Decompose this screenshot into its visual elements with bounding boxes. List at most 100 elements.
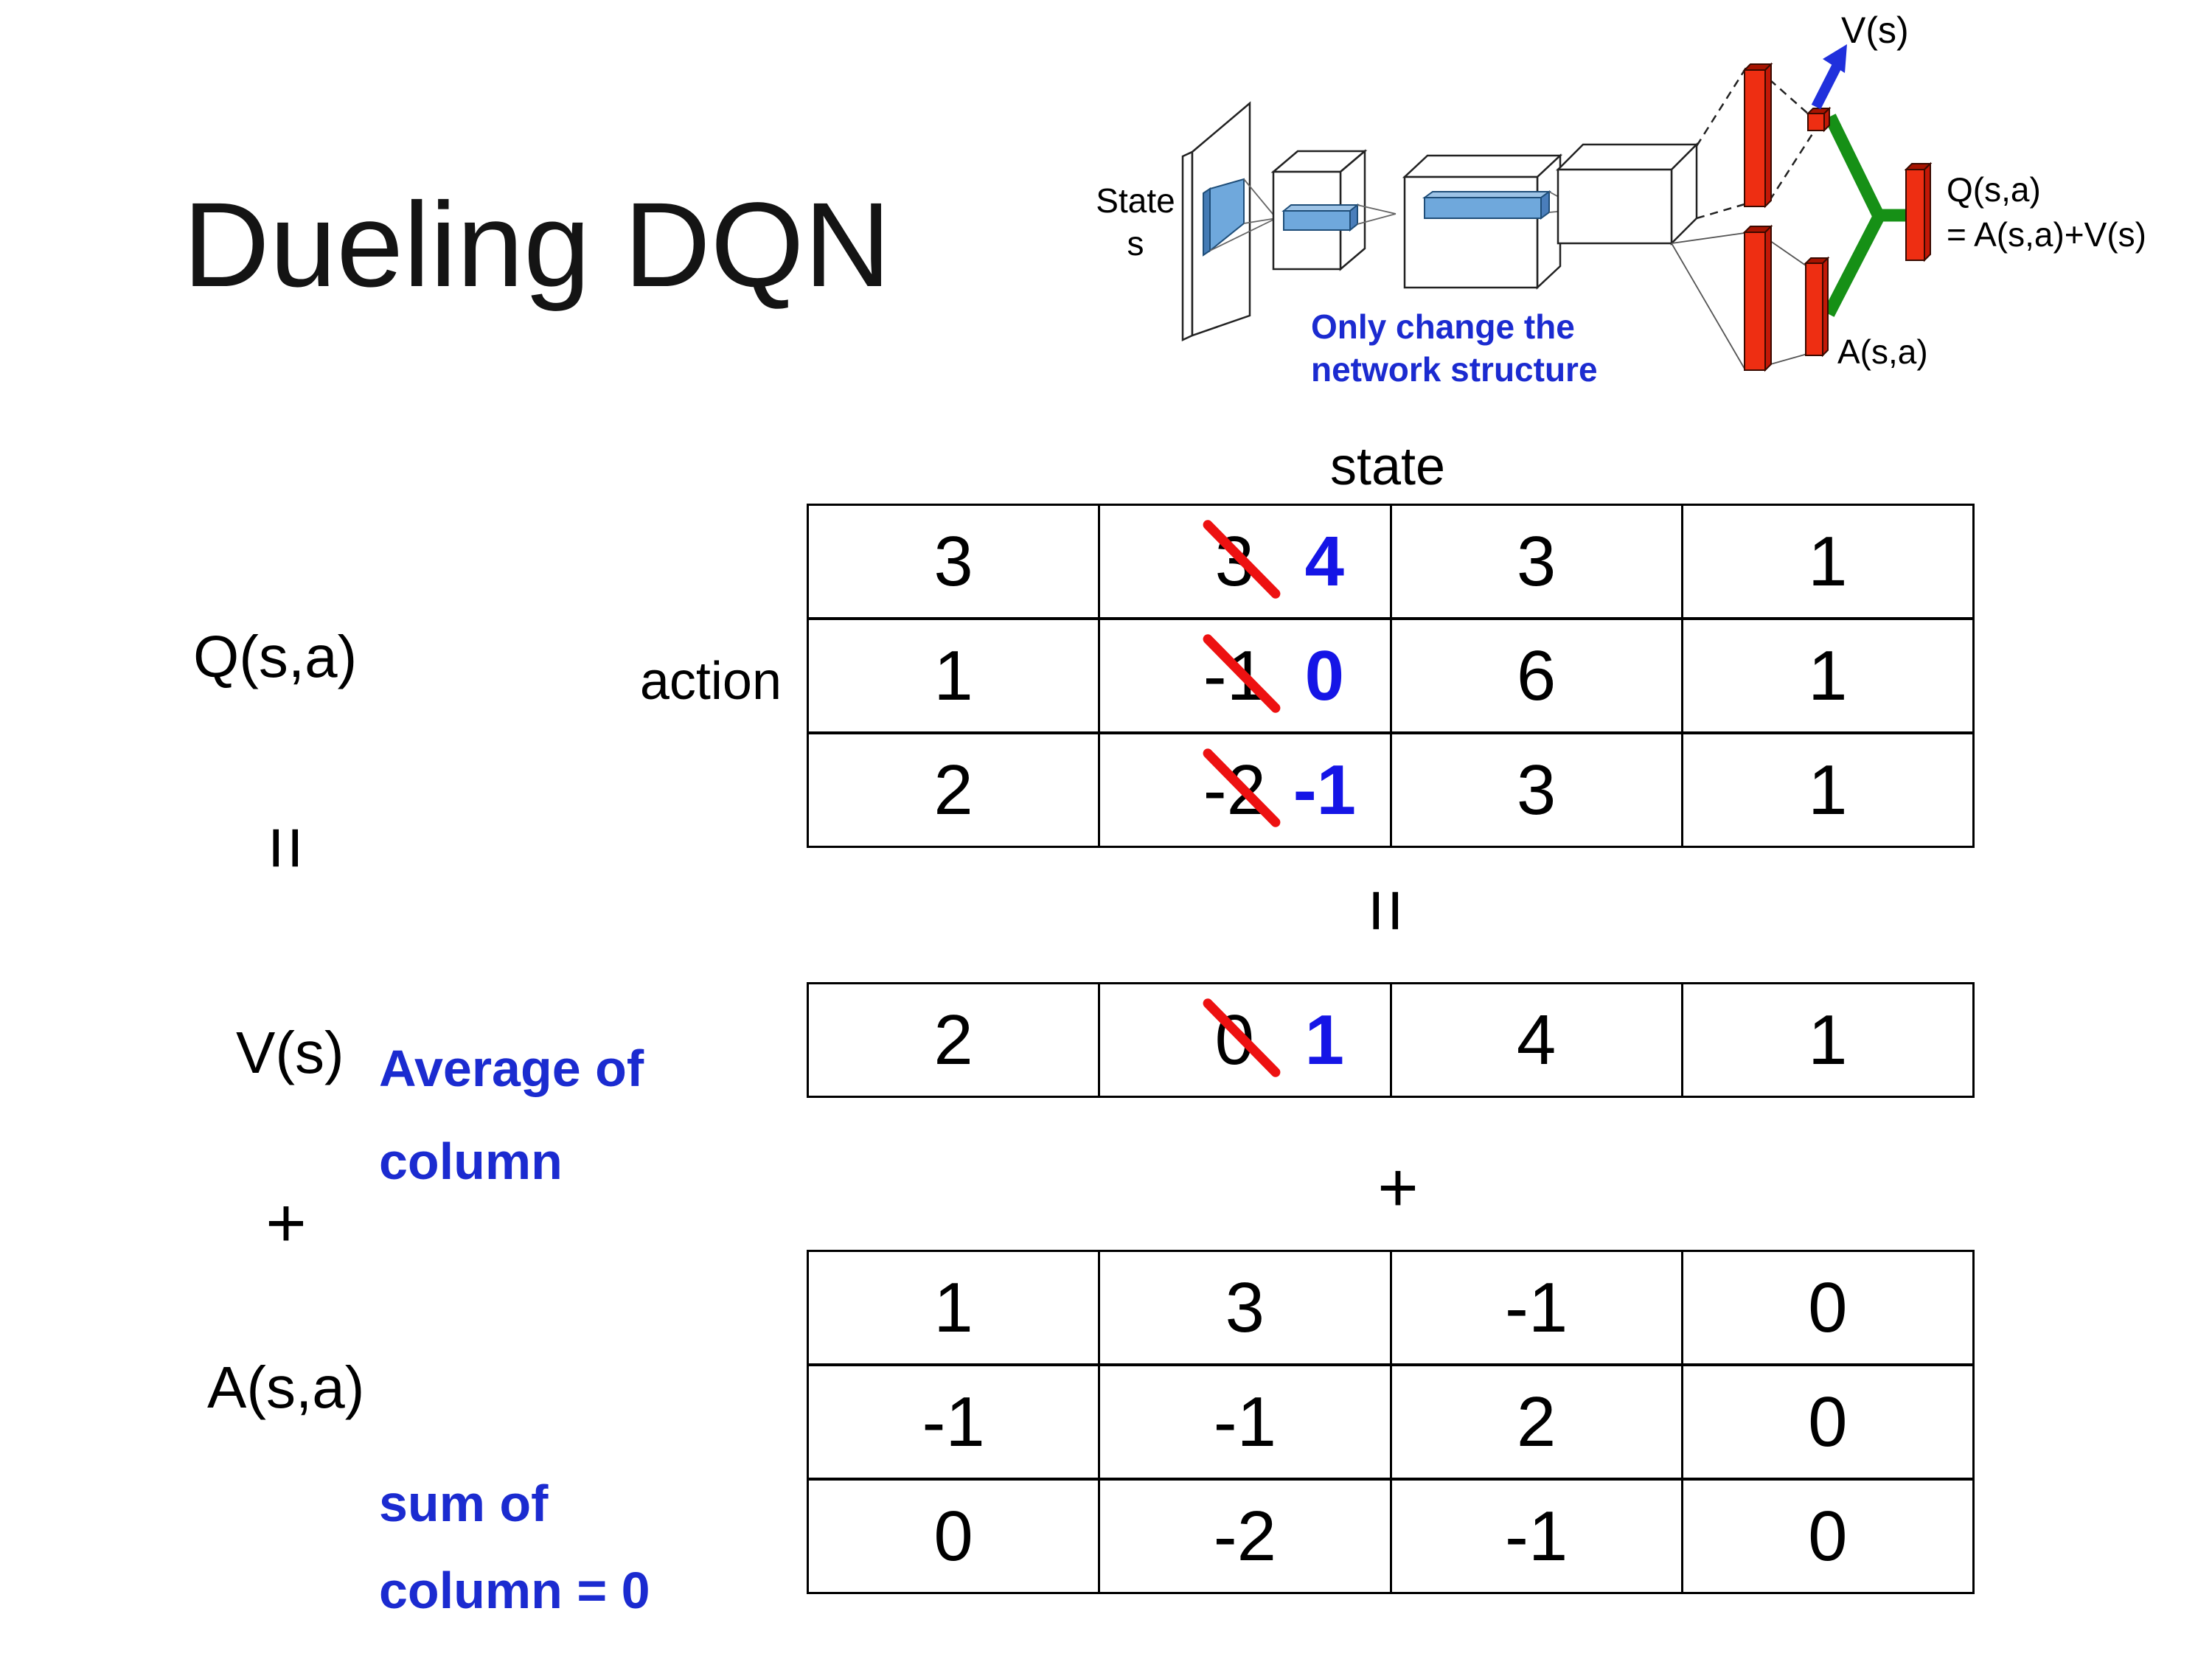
conv-box-side bbox=[1536, 153, 1562, 290]
table-cell: -1 bbox=[1392, 1252, 1683, 1363]
diagram-q-label-line2: = A(s,a)+V(s) bbox=[1947, 215, 2146, 254]
a-matrix: 1 3 -1 0 -1 -1 2 0 0 -2 -1 0 bbox=[807, 1250, 1975, 1594]
table-cell: 0 bbox=[1683, 1252, 1972, 1363]
table-row: 3 3 4 3 1 bbox=[809, 506, 1972, 620]
diagram-state-label: State bbox=[1096, 181, 1175, 220]
table-cell: 4 bbox=[1392, 984, 1683, 1096]
state-axis-label: state bbox=[1330, 437, 1446, 496]
feature-bar-front bbox=[1424, 197, 1542, 219]
table-cell: 0 bbox=[809, 1481, 1101, 1592]
v-matrix: 2 0 1 4 1 bbox=[807, 982, 1975, 1098]
table-row: 2 0 1 4 1 bbox=[809, 984, 1972, 1096]
fan-line bbox=[1209, 218, 1277, 251]
average-note-line2: column bbox=[379, 1133, 563, 1190]
corrected-value: 0 bbox=[1304, 636, 1345, 715]
cell-value: 6 bbox=[1516, 636, 1557, 715]
cell-value: 4 bbox=[1516, 1000, 1557, 1079]
dashed-connection bbox=[1695, 67, 1747, 147]
equation-plus: + bbox=[265, 1183, 307, 1262]
sum-note-line2: column = 0 bbox=[379, 1562, 650, 1619]
table-cell: -1 bbox=[809, 1366, 1101, 1478]
cell-value: 0 bbox=[933, 1496, 973, 1576]
equation-equals: = bbox=[243, 825, 329, 871]
table-cell: 2 bbox=[809, 734, 1101, 846]
cell-value: 1 bbox=[1808, 636, 1848, 715]
fan-line bbox=[1357, 213, 1397, 225]
table-row: 2 -2 -1 3 1 bbox=[809, 734, 1972, 846]
diagram-vs-label: V(s) bbox=[1841, 10, 1909, 51]
input-frame-side bbox=[1181, 150, 1194, 341]
table-cell: 6 bbox=[1392, 620, 1683, 731]
cell-value: 0 bbox=[1808, 1496, 1848, 1576]
diagram-q-label-line1: Q(s,a) bbox=[1947, 170, 2041, 209]
merge-connector-upper bbox=[1824, 114, 1884, 218]
advantage-hidden-bar bbox=[1744, 232, 1766, 371]
table-cell: 1 bbox=[809, 620, 1101, 731]
table-cell-corrected: 0 1 bbox=[1100, 984, 1392, 1096]
table-cell-corrected: -2 -1 bbox=[1100, 734, 1392, 846]
cell-value: 3 bbox=[1516, 521, 1557, 601]
corrected-value: 1 bbox=[1304, 1000, 1345, 1079]
red-bar-side bbox=[1764, 224, 1772, 372]
conv-box-top bbox=[1402, 154, 1563, 178]
cell-value: 1 bbox=[1808, 521, 1848, 601]
cell-value: -1 bbox=[1504, 1267, 1568, 1347]
table-cell: -2 bbox=[1100, 1481, 1392, 1592]
v-arrow-head-icon bbox=[1823, 44, 1847, 73]
cell-value: 0 bbox=[1808, 1267, 1848, 1347]
cell-value: -2 bbox=[1213, 1496, 1277, 1576]
cell-value: 1 bbox=[1808, 1000, 1848, 1079]
diagram-note-line1: Only change the bbox=[1311, 307, 1575, 346]
red-bar-side bbox=[1764, 62, 1772, 209]
solid-connection bbox=[1671, 232, 1745, 244]
cell-value: 3 bbox=[1225, 1267, 1265, 1347]
cell-value: 1 bbox=[933, 636, 973, 715]
solid-connection bbox=[1764, 237, 1806, 266]
merge-connector-lower bbox=[1823, 215, 1884, 317]
fan-line bbox=[1243, 178, 1277, 219]
table-cell: 1 bbox=[809, 1252, 1101, 1363]
red-bar-side bbox=[1822, 256, 1829, 358]
solid-connection bbox=[1764, 353, 1808, 366]
table-cell: 1 bbox=[1683, 734, 1972, 846]
table-cell: 1 bbox=[1683, 984, 1972, 1096]
cell-value: -1 bbox=[1213, 1382, 1277, 1461]
table-cell: 0 bbox=[1683, 1366, 1972, 1478]
diagram-state-s: s bbox=[1127, 224, 1144, 262]
table-row: -1 -1 2 0 bbox=[809, 1366, 1972, 1481]
table-cell: 1 bbox=[1683, 506, 1972, 617]
equation-v-label: V(s) bbox=[236, 1020, 344, 1085]
cell-value: 2 bbox=[1516, 1382, 1557, 1461]
mid-plus: + bbox=[1377, 1148, 1419, 1227]
page-title: Dueling DQN bbox=[183, 177, 891, 312]
table-row: 1 -1 0 6 1 bbox=[809, 620, 1972, 734]
v-arrow-shaft bbox=[1811, 62, 1843, 110]
cell-value: 0 bbox=[1808, 1382, 1848, 1461]
value-scalar-box bbox=[1807, 113, 1825, 131]
feature-bar-front bbox=[1283, 210, 1351, 231]
cell-value: -1 bbox=[922, 1382, 985, 1461]
conv-box-front bbox=[1557, 168, 1673, 245]
table-cell: -1 bbox=[1100, 1366, 1392, 1478]
table-cell: 2 bbox=[809, 984, 1101, 1096]
cell-value: 2 bbox=[933, 750, 973, 830]
equation-a-label: A(s,a) bbox=[207, 1354, 365, 1420]
table-cell: 3 bbox=[1100, 1252, 1392, 1363]
red-bar-side bbox=[1924, 161, 1931, 262]
table-cell: 3 bbox=[1392, 734, 1683, 846]
corrected-value: 4 bbox=[1304, 521, 1345, 601]
diagram-a-label: A(s,a) bbox=[1837, 333, 1928, 371]
dashed-connection bbox=[1769, 79, 1809, 114]
dashed-connection bbox=[1768, 128, 1818, 201]
table-cell-corrected: 3 4 bbox=[1100, 506, 1392, 617]
table-cell-corrected: -1 0 bbox=[1100, 620, 1392, 731]
diagram-note-line2: network structure bbox=[1311, 350, 1598, 389]
q-matrix: 3 3 4 3 1 1 -1 0 6 1 2 -2 -1 bbox=[807, 504, 1975, 848]
advantage-output-bar bbox=[1805, 262, 1823, 356]
table-cell: 0 bbox=[1683, 1481, 1972, 1592]
fan-line bbox=[1243, 218, 1277, 224]
dueling-network-diagram: State s V(s) Q(s,a) = A(s,a)+V(s) A(s,a)… bbox=[1096, 10, 2146, 389]
table-cell: 2 bbox=[1392, 1366, 1683, 1478]
action-axis-label: action bbox=[639, 652, 782, 711]
